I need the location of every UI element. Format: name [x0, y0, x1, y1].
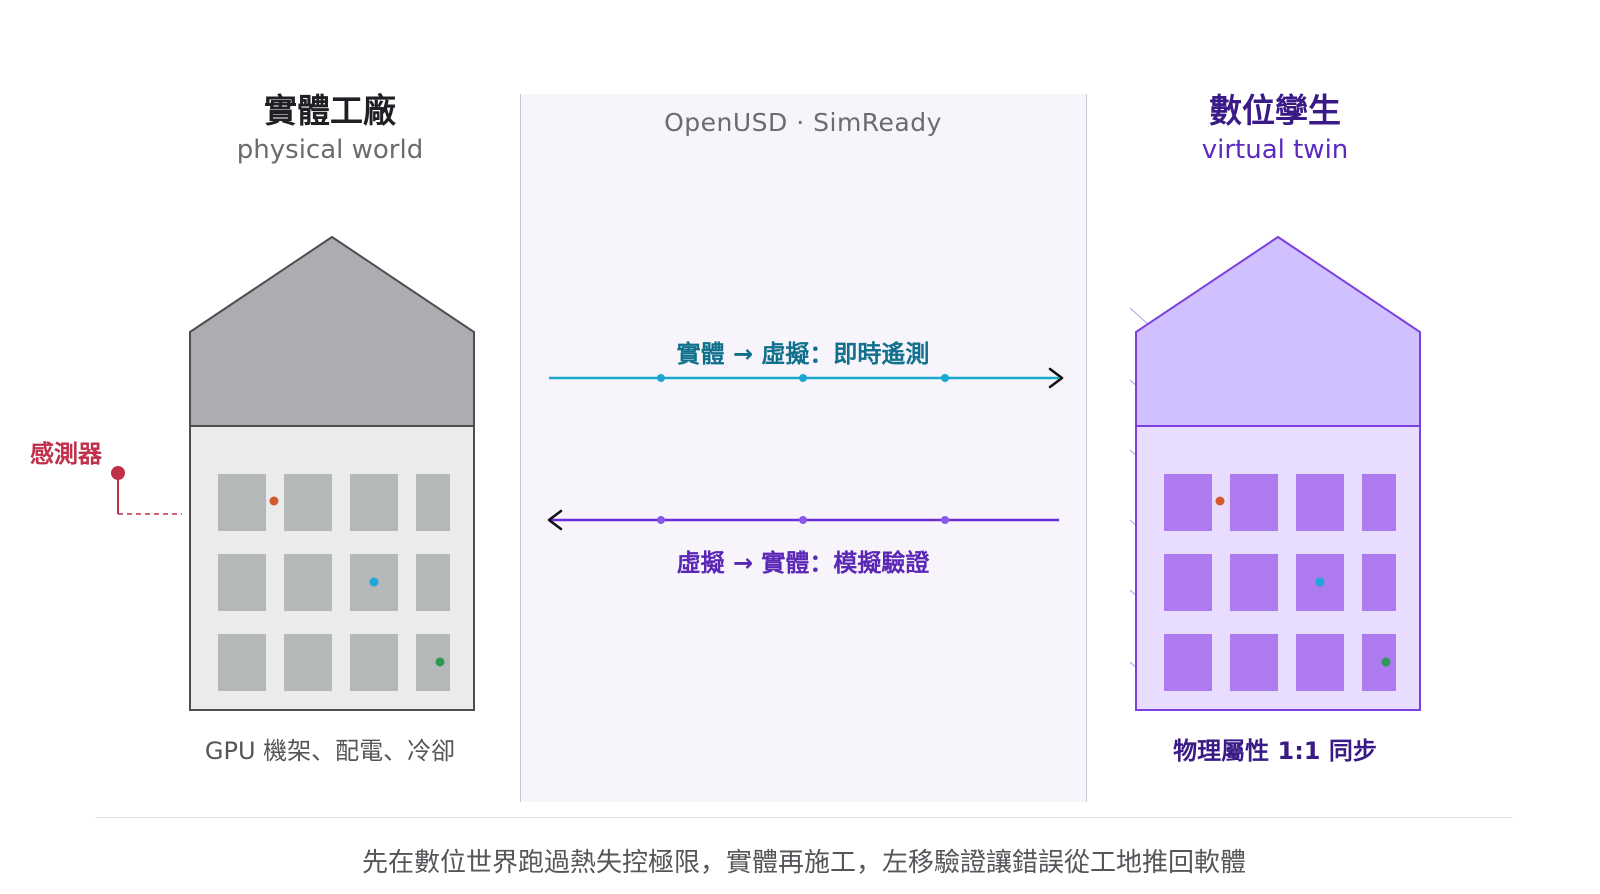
packet-dot	[941, 516, 949, 524]
sensor-label: 感測器	[30, 440, 102, 468]
simulation-arrow	[547, 509, 1059, 531]
sensor-dot-blue	[369, 577, 379, 587]
virtual-roof	[1135, 235, 1421, 427]
virtual-subtitle: virtual twin	[1201, 135, 1349, 165]
virtual-twin	[1129, 235, 1421, 711]
physical-window	[350, 634, 398, 691]
virtual-caption: 物理屬性 1:1 同步	[1173, 737, 1377, 765]
interchange-band	[520, 94, 1087, 802]
physical-title: 實體工廠	[264, 91, 396, 130]
physical-window	[416, 634, 450, 691]
virtual-window	[1230, 474, 1278, 531]
physical-window	[218, 554, 266, 611]
physical-window	[416, 554, 450, 611]
telemetry-label: 實體 → 虛擬：即時遙測	[676, 340, 930, 368]
packet-dot	[799, 516, 807, 524]
physical-window	[284, 554, 332, 611]
virtual-window	[1362, 474, 1396, 531]
sensor-dot-green	[435, 657, 445, 667]
virtual-window	[1296, 634, 1344, 691]
virtual-window	[1362, 554, 1396, 611]
physical-window	[218, 474, 266, 531]
physical-factory	[189, 235, 475, 711]
packet-dot	[799, 374, 807, 382]
footer-note: 先在數位世界跑過熱失控極限，實體再施工，左移驗證讓錯誤從工地推回軟體	[361, 848, 1247, 878]
physical-window	[350, 474, 398, 531]
virtual-window-grid	[1164, 474, 1396, 691]
twin-dot-green	[1381, 657, 1391, 667]
virtual-window	[1164, 554, 1212, 611]
physical-caption: GPU 機架、配電、冷卻	[204, 737, 456, 765]
physical-window	[218, 634, 266, 691]
twin-dot-orange	[1215, 496, 1225, 506]
physical-window	[284, 634, 332, 691]
physical-window	[416, 474, 450, 531]
footer-divider	[95, 817, 1513, 818]
virtual-window	[1362, 634, 1396, 691]
twin-dot-blue	[1315, 577, 1325, 587]
physical-window-grid	[218, 474, 450, 691]
physical-roof	[189, 235, 475, 427]
virtual-window	[1296, 474, 1344, 531]
virtual-window	[1230, 634, 1278, 691]
packet-dot	[657, 516, 665, 524]
virtual-window	[1164, 634, 1212, 691]
virtual-window	[1230, 554, 1278, 611]
sensor-callout	[111, 466, 182, 515]
packet-dot	[941, 374, 949, 382]
simulation-label: 虛擬 → 實體：模擬驗證	[676, 549, 930, 577]
virtual-window	[1164, 474, 1212, 531]
physical-window	[284, 474, 332, 531]
telemetry-arrow	[549, 367, 1064, 389]
virtual-title: 數位孿生	[1209, 91, 1341, 130]
band-title: OpenUSD · SimReady	[664, 108, 942, 137]
physical-subtitle: physical world	[236, 135, 424, 165]
sensor-dot-orange	[269, 496, 279, 506]
packet-dot	[657, 374, 665, 382]
